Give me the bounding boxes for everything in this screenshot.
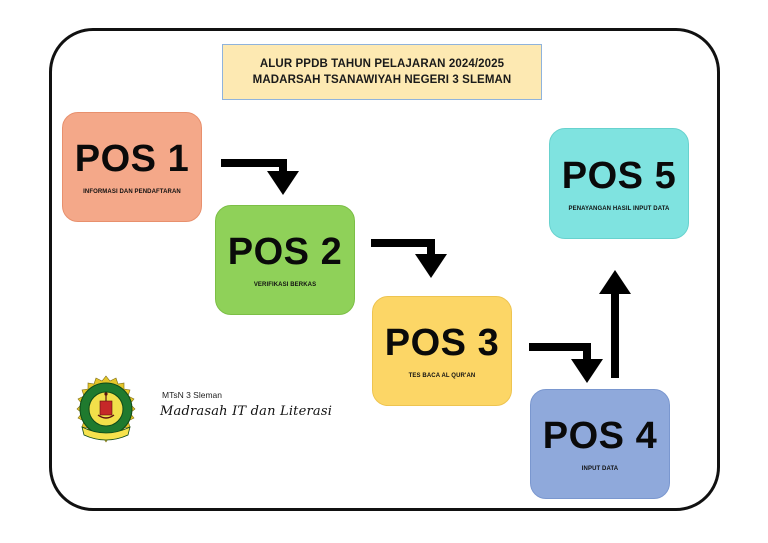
step-pos-1: POS 1 INFORMASI DAN PENDAFTARAN xyxy=(62,112,202,222)
arrow-pos2-to-pos3 xyxy=(371,239,447,278)
logo-ribbon xyxy=(81,426,131,441)
step-pos-4: POS 4 INPUT DATA xyxy=(530,389,670,499)
school-name: MTsN 3 Sleman xyxy=(162,390,222,400)
step-pos-5: POS 5 PENAYANGAN HASIL INPUT DATA xyxy=(549,128,689,239)
step-pos-3: POS 3 TES BACA AL QUR'AN xyxy=(372,296,512,406)
arrow-pos3-to-pos4 xyxy=(529,343,603,383)
title-box: ALUR PPDB TAHUN PELAJARAN 2024/2025 MADA… xyxy=(222,44,542,100)
step-pos-2: POS 2 VERIFIKASI BERKAS xyxy=(215,205,355,315)
logo-emblem xyxy=(97,392,115,419)
step-title: POS 5 xyxy=(561,154,677,197)
step-description: TES BACA AL QUR'AN xyxy=(408,373,476,379)
step-title: POS 3 xyxy=(384,322,500,364)
title-line-2: MADARSAH TSANAWIYAH NEGERI 3 SLEMAN xyxy=(252,74,512,86)
school-tagline: Madrasah IT dan Literasi xyxy=(160,404,333,419)
step-title: POS 2 xyxy=(227,231,343,273)
step-description: INFORMASI DAN PENDAFTARAN xyxy=(83,189,181,195)
step-title: POS 1 xyxy=(74,138,190,180)
step-description: PENAYANGAN HASIL INPUT DATA xyxy=(568,205,670,212)
arrow-pos1-to-pos2 xyxy=(221,159,299,195)
step-title: POS 4 xyxy=(542,415,658,457)
step-description: VERIFIKASI BERKAS xyxy=(253,282,317,288)
step-description: INPUT DATA xyxy=(581,466,619,472)
title-line-1: ALUR PPDB TAHUN PELAJARAN 2024/2025 xyxy=(259,58,505,70)
school-logo xyxy=(76,375,136,443)
